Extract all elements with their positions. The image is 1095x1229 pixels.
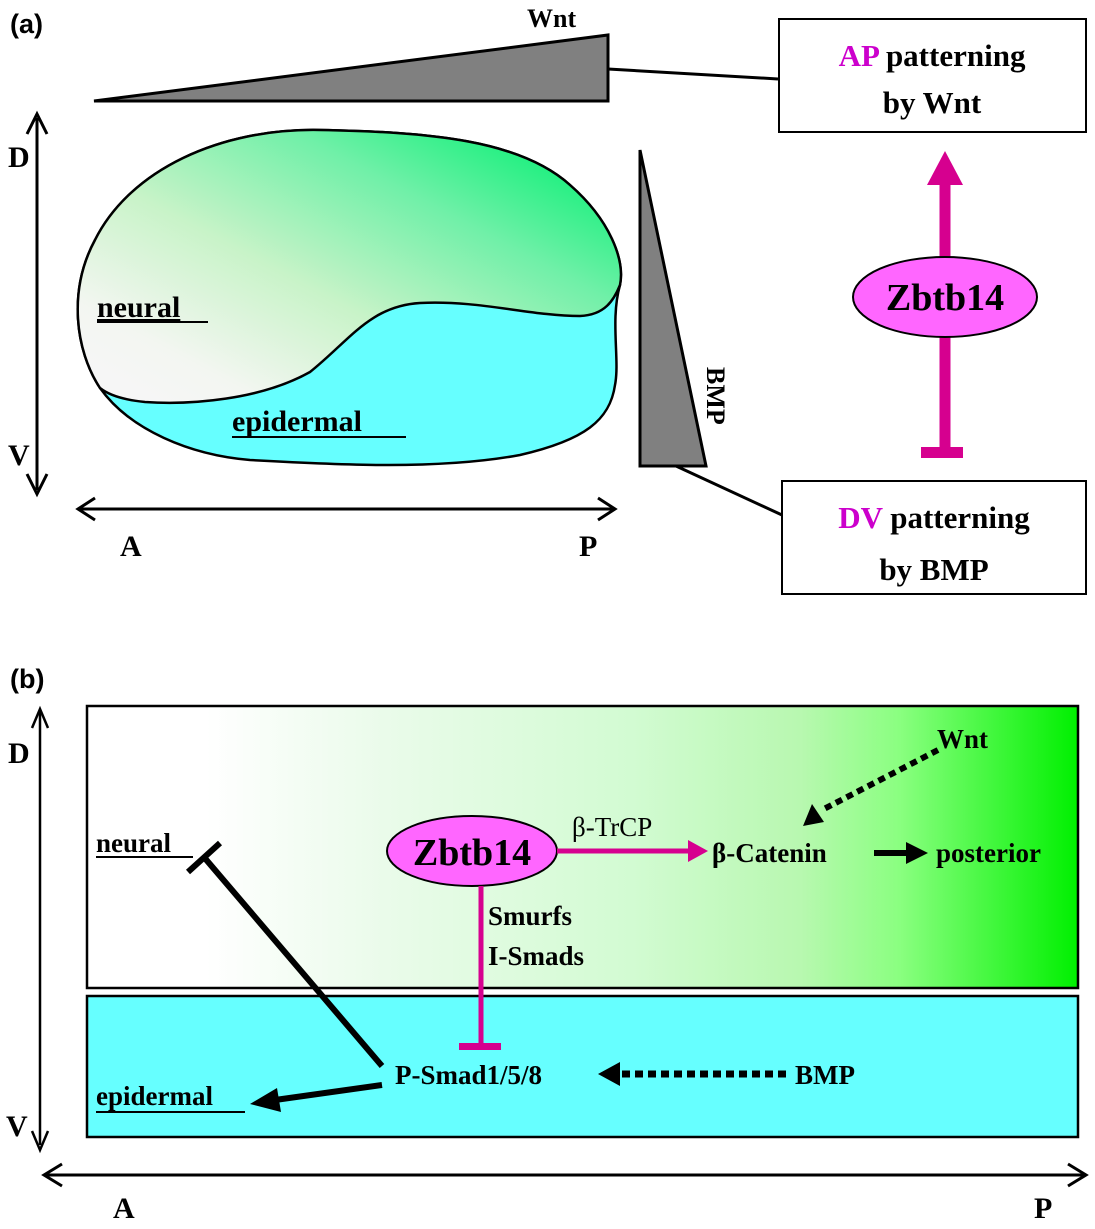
ap-axis-b-right-arrow xyxy=(1067,1162,1089,1188)
dv-axis-b-up-arrow xyxy=(30,705,50,729)
node-epidermal: epidermal xyxy=(96,1081,213,1111)
ap-box-line1: AP patterning xyxy=(839,38,1026,73)
node-p-smad: P-Smad1/5/8 xyxy=(395,1060,542,1090)
wnt-to-bcatenin-arrowhead xyxy=(803,804,824,826)
dv-highlight: DV xyxy=(838,500,883,535)
ap-box-line2: by Wnt xyxy=(883,85,982,120)
wnt-to-bcatenin-dashed-shaft xyxy=(820,747,940,813)
dv-axis-a-down-arrow xyxy=(25,473,49,498)
psmad-to-epidermal-arrowhead xyxy=(250,1088,281,1112)
node-b-catenin: β-Catenin xyxy=(712,838,827,868)
bmp-gradient-label: BMP xyxy=(701,367,730,425)
node-i-smads: I-Smads xyxy=(488,941,584,971)
zbtb14-label-a: Zbtb14 xyxy=(886,277,1004,319)
zbtb14-psmad-inhibition-bar xyxy=(459,1043,501,1050)
node-smurfs: Smurfs xyxy=(488,901,572,931)
zbtb14-to-ap-arrowhead xyxy=(927,151,963,185)
ap-highlight: AP xyxy=(839,38,880,73)
bmp-connector-line xyxy=(675,464,783,517)
zbtb14-label-b: Zbtb14 xyxy=(413,832,531,874)
node-posterior: posterior xyxy=(936,838,1041,868)
psmad-to-epidermal-shaft xyxy=(274,1082,383,1103)
bmp-gradient-wedge xyxy=(638,149,708,468)
node-bmp: BMP xyxy=(795,1060,855,1090)
embryo-neural-region xyxy=(76,128,623,405)
axis-a-v-label: V xyxy=(8,439,30,472)
ventral-region-box xyxy=(85,994,1080,1139)
b-trcp-text: β-TrCP xyxy=(572,812,652,842)
node-b-trcp: β-TrCP xyxy=(572,812,652,842)
node-neural: neural xyxy=(96,828,172,858)
wnt-gradient-label: Wnt xyxy=(527,4,576,33)
panel-b-label: (b) xyxy=(10,664,44,694)
axis-b-d-label: D xyxy=(8,737,30,770)
bcatenin-to-posterior-arrowhead xyxy=(906,842,928,864)
embryo-neural-label: neural xyxy=(97,291,180,324)
wnt-connector-line xyxy=(607,67,779,81)
ap-axis-a-right-arrow xyxy=(597,496,618,522)
dv-line1-rest: patterning xyxy=(882,500,1030,535)
dv-patterning-box xyxy=(781,480,1087,595)
dv-axis-a-up-arrow xyxy=(25,110,49,135)
ap-axis-a-left-arrow xyxy=(75,496,96,522)
axis-b-a-label: A xyxy=(113,1192,135,1225)
axis-b-v-label: V xyxy=(6,1110,28,1143)
zbtb14-to-bcatenin-arrowhead xyxy=(688,840,708,862)
zbtb14-node-a xyxy=(852,256,1038,338)
dv-axis-b-down-arrow xyxy=(30,1130,50,1154)
dv-box-line2: by BMP xyxy=(879,552,988,587)
axis-a-d-label: D xyxy=(8,141,30,174)
axis-a-a-label: A xyxy=(120,530,142,563)
panel-a-label: (a) xyxy=(10,9,43,39)
ap-line1-rest: patterning xyxy=(878,38,1026,73)
psmad-neural-inhibition-line xyxy=(200,854,385,1068)
wnt-gradient-wedge xyxy=(93,33,610,103)
ap-patterning-box xyxy=(778,18,1087,133)
bmp-to-psmad-arrowhead xyxy=(598,1062,620,1086)
axis-b-p-label: P xyxy=(1034,1192,1052,1225)
embryo-epidermal-label: epidermal xyxy=(232,405,362,438)
ap-axis-b-left-arrow xyxy=(41,1162,63,1188)
node-wnt: Wnt xyxy=(937,724,988,754)
axis-a-p-label: P xyxy=(579,530,597,563)
dv-box-line1: DV patterning xyxy=(838,500,1030,535)
psmad-neural-inhibition-bar xyxy=(185,840,223,875)
zbtb14-dv-inhibition-bar xyxy=(921,447,963,458)
